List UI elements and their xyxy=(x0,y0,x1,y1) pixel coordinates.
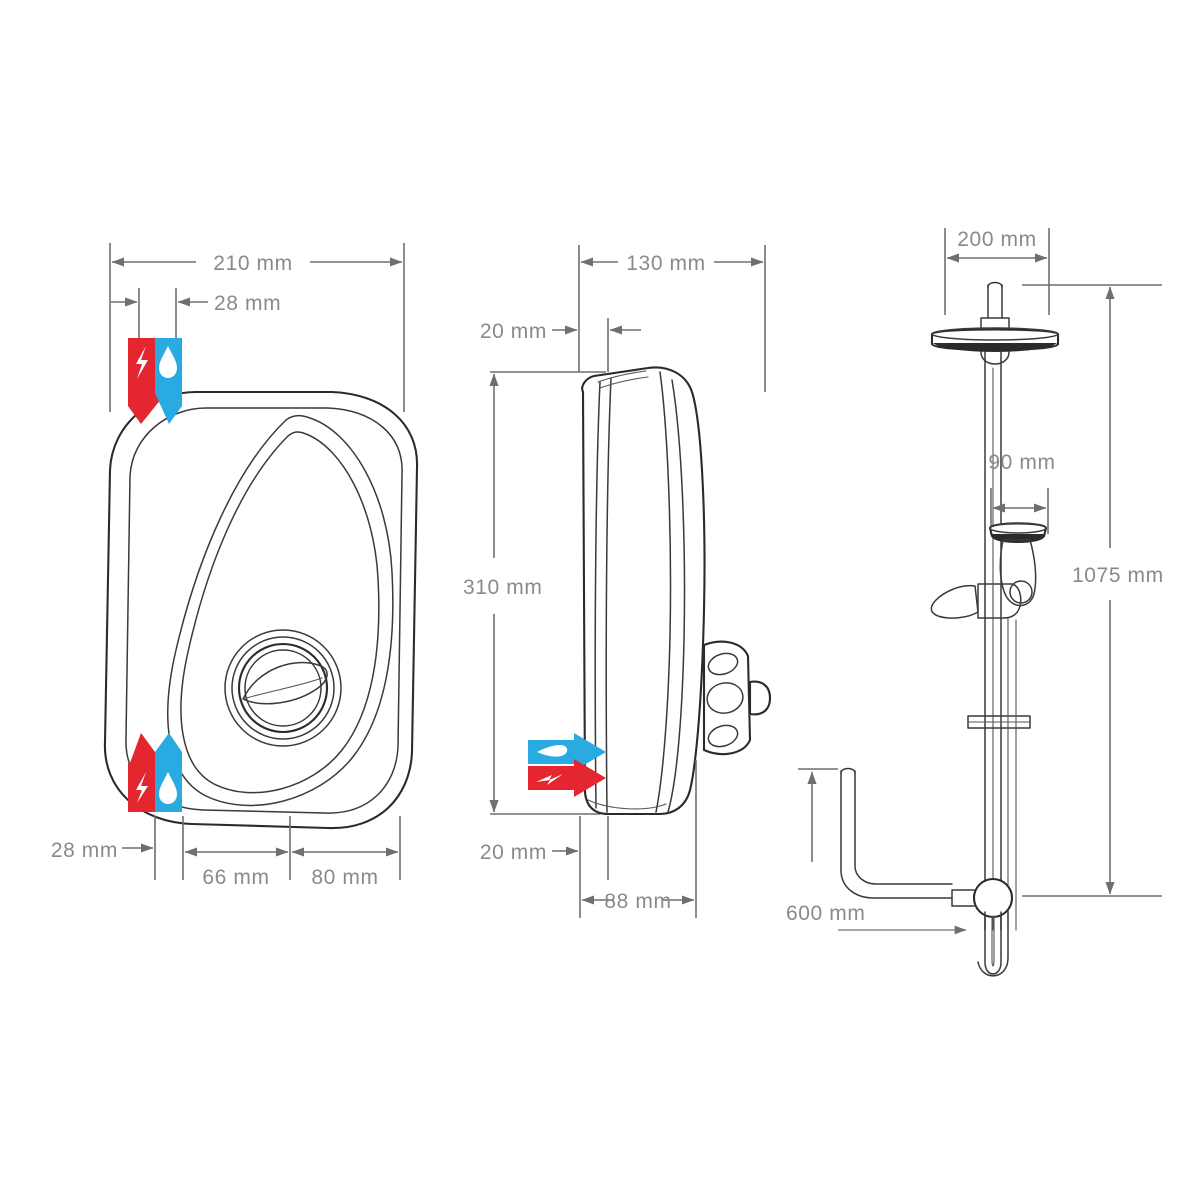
label-front-width: 210 mm xyxy=(213,252,292,275)
fixed-shower-head xyxy=(930,281,1060,365)
riser-rail-view xyxy=(798,228,1162,977)
riser-rail xyxy=(984,351,1002,931)
dimension-side-base-depth xyxy=(581,760,697,918)
label-side-top-offset: 20 mm xyxy=(480,320,547,343)
dimension-side-bottom-offset xyxy=(552,816,609,918)
dimension-hose-drop xyxy=(798,768,967,935)
front-control-dial[interactable] xyxy=(224,629,342,747)
badge-front-bottom-inlet xyxy=(128,733,182,812)
shower-hose xyxy=(1007,617,1017,931)
label-side-height: 310 mm xyxy=(463,576,542,599)
dimension-rail-height xyxy=(1022,284,1162,897)
front-elevation-view xyxy=(103,243,419,880)
handset xyxy=(988,522,1048,607)
badge-front-top-inlet xyxy=(128,338,182,424)
label-hose-drop: 600 mm xyxy=(786,902,865,925)
label-front-bottom-right: 80 mm xyxy=(311,866,378,889)
side-body-outline xyxy=(581,366,772,816)
rail-clamp xyxy=(967,715,1031,729)
dimension-side-depth xyxy=(578,245,766,392)
dimension-side-top-offset xyxy=(490,318,641,373)
dimension-front-bottom-set xyxy=(122,816,401,880)
label-front-bottom-mid: 66 mm xyxy=(202,866,269,889)
dimension-side-height xyxy=(489,373,600,815)
front-body-outline xyxy=(103,390,419,830)
dimension-front-top-offset xyxy=(111,288,208,345)
label-side-bottom-offset: 20 mm xyxy=(480,841,547,864)
label-front-top-offset: 28 mm xyxy=(214,292,281,315)
dimension-head-projection xyxy=(944,228,1050,315)
spray-face-hatch xyxy=(932,343,1058,352)
label-handset-offset: 90 mm xyxy=(988,451,1055,474)
badge-side-inlet xyxy=(528,733,606,797)
handset-spray-hatch xyxy=(990,534,1046,542)
dimension-labels: 210 mm 28 mm 28 mm 66 mm 80 mm 130 mm 20… xyxy=(51,228,1164,925)
label-side-depth: 130 mm xyxy=(626,252,705,275)
handset-holder[interactable] xyxy=(930,583,1022,619)
hose-elbow xyxy=(951,877,1014,977)
label-front-bottom-left: 28 mm xyxy=(51,839,118,862)
label-head-projection: 200 mm xyxy=(957,228,1036,251)
label-rail-height: 1075 mm xyxy=(1072,564,1164,587)
dimension-front-width xyxy=(109,243,405,412)
wall-bracket xyxy=(840,767,953,899)
side-elevation-view xyxy=(489,245,772,918)
label-side-base-depth: 88 mm xyxy=(604,890,671,913)
side-control-knob[interactable] xyxy=(702,640,772,756)
